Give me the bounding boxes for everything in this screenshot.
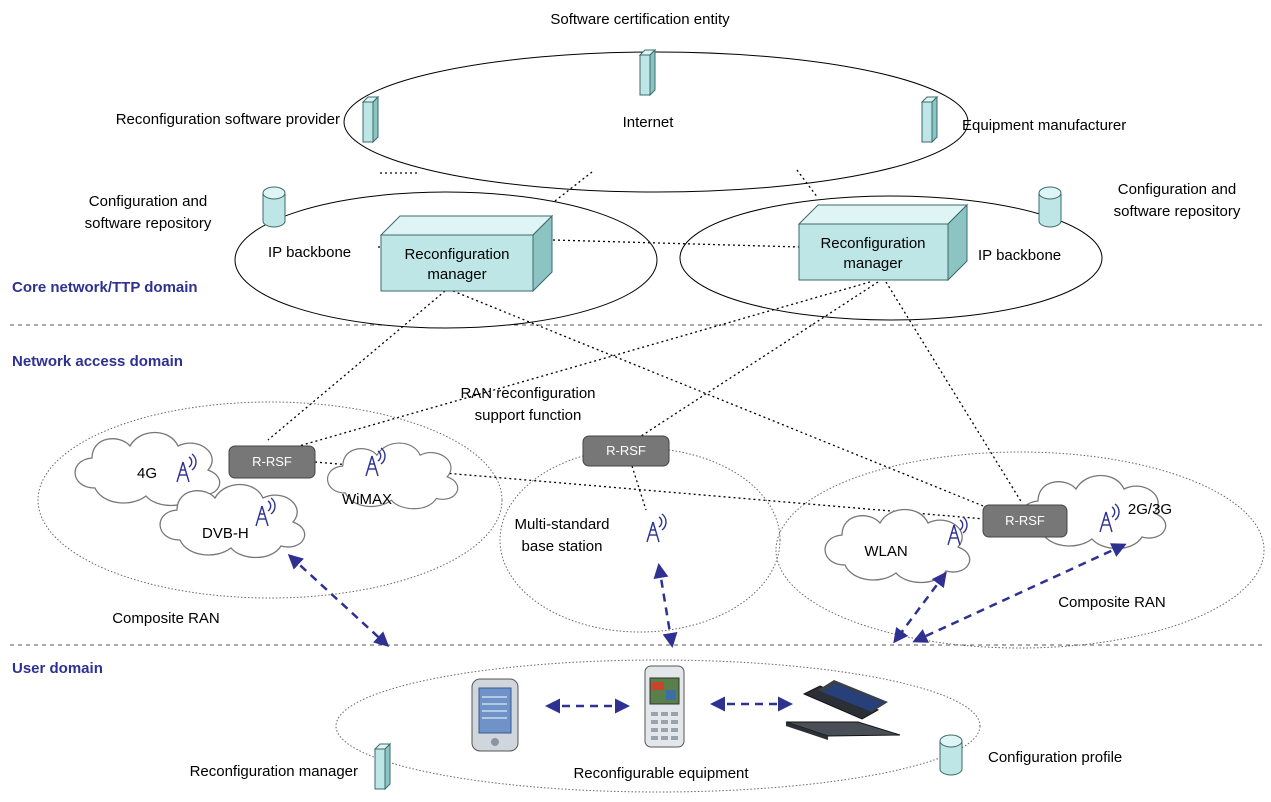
cert-entity-label: Software certification entity — [550, 11, 730, 28]
multistandard-line2: base station — [522, 538, 603, 555]
repo-left-line2: software repository — [85, 215, 212, 232]
manager-left-line1: Reconfiguration — [404, 246, 509, 263]
svg-text:R-RSF: R-RSF — [1005, 513, 1045, 528]
svg-text:R-RSF: R-RSF — [252, 454, 292, 469]
repo-right-line1: Configuration and — [1118, 181, 1236, 198]
repo-right-line2: software repository — [1114, 203, 1241, 220]
label-dvbh: DVB-H — [202, 525, 249, 542]
reconfiguration-manager-left: Reconfiguration manager — [379, 214, 554, 293]
reconfigurable-equipment-label: Reconfigurable equipment — [573, 765, 749, 782]
manager-left-line2: manager — [427, 266, 486, 283]
pda-device-icon — [471, 678, 519, 752]
composite-ran-right-label: Composite RAN — [1058, 594, 1166, 611]
composite-ran-left-ellipse — [37, 401, 503, 599]
repository-left-icon — [262, 186, 286, 228]
label-4g: 4G — [137, 465, 157, 482]
smartphone-device-icon — [644, 665, 685, 748]
multi-standard-ellipse — [499, 447, 781, 633]
rrsf-box-mid: R-RSF — [582, 435, 670, 467]
rsf-function-line1: RAN reconfiguration — [460, 385, 595, 402]
user-manager-label: Reconfiguration manager — [190, 763, 358, 780]
config-profile-icon — [939, 734, 963, 776]
manufacturer-label: Equipment manufacturer — [962, 117, 1126, 134]
user-domain-label: User domain — [12, 660, 103, 677]
rsf-function-line2: support function — [475, 407, 582, 424]
label-wlan: WLAN — [864, 543, 907, 560]
label-2g3g: 2G/3G — [1128, 501, 1172, 518]
access-domain-label: Network access domain — [12, 353, 183, 370]
cert-entity-server-icon — [639, 49, 656, 96]
user-manager-server-icon — [374, 743, 391, 790]
tower-multistandard-icon — [646, 513, 667, 543]
sw-provider-label: Reconfiguration software provider — [116, 111, 340, 128]
reconfiguration-manager-right: Reconfiguration manager — [797, 203, 969, 282]
core-domain-label: Core network/TTP domain — [12, 279, 198, 296]
ip-backbone-left-label: IP backbone — [268, 244, 351, 261]
manager-right-line2: manager — [843, 255, 902, 272]
repo-left-line1: Configuration and — [89, 193, 207, 210]
user-domain-ellipse — [335, 659, 981, 793]
config-profile-label: Configuration profile — [988, 749, 1122, 766]
rrsf-box-right: R-RSF — [982, 504, 1068, 538]
sw-provider-server-icon — [362, 96, 379, 143]
laptop-device-icon — [785, 680, 901, 740]
internet-label: Internet — [623, 114, 675, 131]
ip-backbone-right-label: IP backbone — [978, 247, 1061, 264]
manufacturer-server-icon — [921, 96, 938, 143]
svg-text:R-RSF: R-RSF — [606, 443, 646, 458]
composite-ran-right-ellipse — [775, 451, 1265, 649]
internet-ellipse — [343, 51, 969, 193]
label-wimax: WiMAX — [342, 491, 392, 508]
repository-right-icon — [1038, 186, 1062, 228]
rrsf-box-left: R-RSF — [228, 445, 316, 479]
manager-right-line1: Reconfiguration — [820, 235, 925, 252]
dashed-arrows — [287, 543, 1127, 714]
multistandard-line1: Multi-standard — [514, 516, 609, 533]
composite-ran-left-label: Composite RAN — [112, 610, 220, 627]
